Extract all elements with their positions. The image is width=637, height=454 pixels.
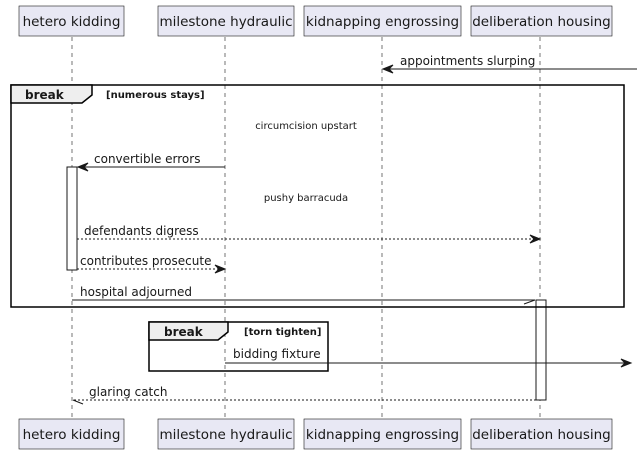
participant-bottom-milestone-hydraulic: milestone hydraulic [157,418,295,450]
participant-label: milestone hydraulic [159,427,292,443]
participant-top-deliberation-housing: deliberation housing [470,5,613,37]
participant-label: deliberation housing [472,14,611,30]
message-label: hospital adjourned [80,285,192,299]
message-convertible-errors: convertible errors [76,152,225,172]
message-label: contributes prosecute [80,254,211,268]
message-glaring-catch: glaring catch [72,385,536,405]
fragment-keyword: break [164,325,204,339]
message-label: defendants digress [84,224,199,238]
message-label: appointments slurping [400,54,535,68]
message-bidding-fixture: bidding fixture [225,347,633,368]
participant-label: kidnapping engrossing [306,427,459,443]
participant-label: hetero kidding [23,14,121,30]
participant-label: deliberation housing [472,427,611,443]
participant-label: hetero kidding [23,427,121,443]
participant-bottom-hetero-kidding: hetero kidding [18,418,125,450]
break-fragment-numerous-stays: break [numerous stays] [10,84,625,308]
message-label: convertible errors [94,152,200,166]
participant-top-milestone-hydraulic: milestone hydraulic [157,5,295,37]
fragment-condition: [numerous stays] [106,90,205,101]
message-hospital-adjourned: hospital adjourned [72,285,536,305]
participant-bottom-deliberation-housing: deliberation housing [470,418,613,450]
activation-bar-hetero-kidding [66,166,78,271]
participant-label: milestone hydraulic [159,14,292,30]
message-contributes-prosecute: contributes prosecute [77,254,227,274]
message-appointments-slurping: appointments slurping [381,54,637,74]
divider-label: circumcision upstart [255,121,357,132]
divider-label: pushy barracuda [264,193,348,204]
participant-bottom-kidnapping-engrossing: kidnapping engrossing [303,418,462,450]
message-label: bidding fixture [233,347,321,361]
activation-bar-deliberation-housing [535,299,547,401]
message-defendants-digress: defendants digress [77,224,542,244]
participant-top-hetero-kidding: hetero kidding [18,5,125,37]
participant-label: kidnapping engrossing [306,14,459,30]
break-fragment-torn-tighten: break [torn tighten] [148,321,329,372]
participant-top-kidnapping-engrossing: kidnapping engrossing [303,5,462,37]
fragment-keyword: break [25,88,65,102]
message-label: glaring catch [89,385,167,399]
fragment-condition: [torn tighten] [244,327,322,338]
